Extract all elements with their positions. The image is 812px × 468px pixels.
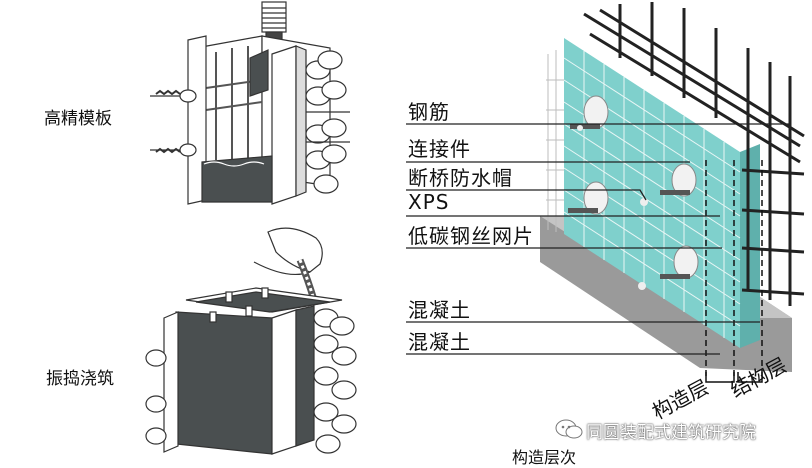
wechat-icon-spacer: [556, 421, 580, 441]
wechat-logo-icon: [555, 419, 583, 439]
label-wire-mesh: 低碳钢丝网片: [408, 224, 534, 248]
label-xps: XPS: [408, 190, 450, 214]
leader-lines: [406, 123, 790, 355]
hand-shape: [267, 227, 323, 273]
label-rebar: 钢筋: [408, 100, 450, 124]
pouring-illustration: [145, 227, 357, 455]
label-thermal-break-cap: 断桥防水帽: [408, 166, 513, 190]
wall-section-illustration: [540, 2, 805, 383]
label-high-precision-formwork: 高精模板: [44, 109, 112, 129]
watermark-text: 同圆装配式建筑研究院: [586, 423, 756, 443]
figure-caption: 构造层次: [512, 448, 577, 467]
label-concrete-2: 混凝土: [408, 330, 471, 354]
label-connector: 连接件: [408, 137, 471, 161]
formwork-illustration: [150, 1, 350, 205]
label-vibrating-pouring: 振捣浇筑: [46, 369, 114, 389]
rebar-grid: [583, 2, 805, 306]
label-concrete-1: 混凝土: [408, 298, 471, 322]
watermark: 同圆装配式建筑研究院: [556, 418, 756, 443]
